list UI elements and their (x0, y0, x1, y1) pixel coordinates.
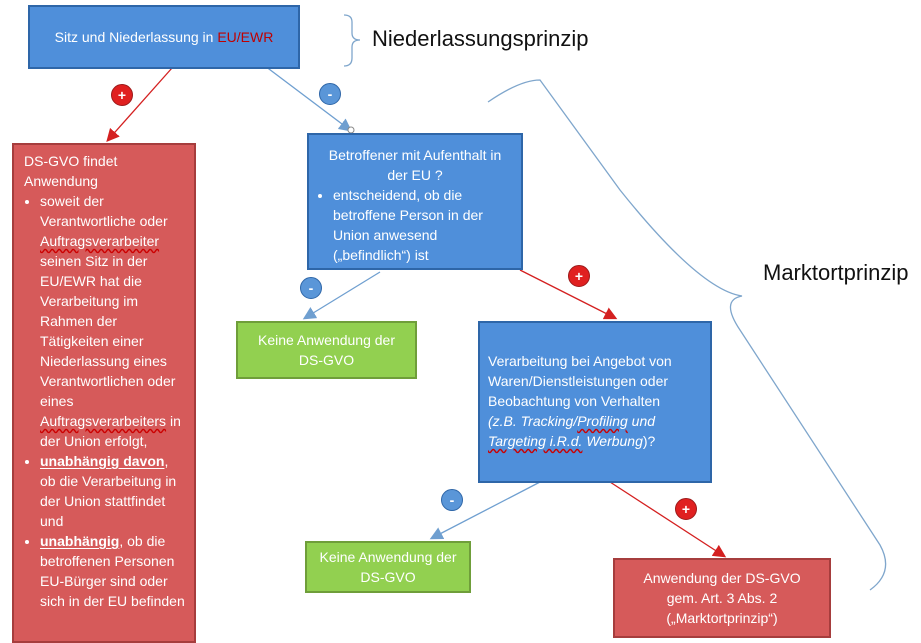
connector-layer (106, 14, 887, 591)
arrow-center-to-green (302, 271, 381, 320)
center-box-bullet: entscheidend, ob die betroffene Person i… (333, 185, 513, 265)
brace-marktort (487, 79, 887, 591)
left-b3-bold: unabhängig (40, 533, 120, 549)
minus-circle-green-2: - (441, 489, 463, 511)
right-i3: und (627, 413, 656, 429)
left-bullet-1: soweit der Verantwortliche oder Auftrags… (40, 191, 186, 451)
bottom-line-1: Anwendung der DS-GVO (643, 570, 801, 586)
left-b2-bold: unabhängig davon (40, 453, 165, 469)
arrow-top-to-left (106, 67, 173, 142)
left-bullet-2: unabhängig davon, ob die Verarbeitung in… (40, 451, 186, 531)
left-box-anwendung: DS-GVO findet Anwendung soweit der Veran… (12, 143, 196, 643)
left-b1-u2: Auftragsverarbeiters (40, 413, 167, 429)
arrow-center-to-right (519, 269, 618, 320)
center-box-aufenthalt: Betroffener mit Aufenthalt in der EU ? e… (307, 133, 523, 270)
green-box-2-text: Keine Anwendung der DS-GVO (319, 549, 457, 585)
right-i4: Targeting i.R.d. (488, 433, 583, 449)
right-i5: Werbung (582, 433, 643, 449)
label-niederlassungsprinzip: Niederlassungsprinzip (372, 26, 589, 51)
minus-circle-center: - (319, 83, 341, 105)
left-b1-a: soweit der Verantwortliche oder (40, 193, 168, 229)
right-box-line: Verarbeitung bei Angebot von Waren/Diens… (488, 353, 672, 409)
right-i6: )? (642, 433, 656, 449)
left-b1-b: seinen Sitz in der EU/EWR hat die Verarb… (40, 253, 176, 409)
top-box-highlight: EU/EWR (217, 29, 274, 45)
label-marktortprinzip: Marktortprinzip (763, 260, 909, 285)
arrow-right-to-green (429, 481, 541, 540)
green-box-keine-1: Keine Anwendung der DS-GVO (236, 321, 417, 379)
plus-circle-left: + (111, 84, 133, 106)
left-bullet-3: unabhängig, ob die betroffenen Personen … (40, 531, 186, 611)
left-b3-rest: , ob die betroffenen Personen EU-Bürger … (40, 533, 185, 609)
center-box-title: Betroffener mit Aufenthalt in der EU ? (328, 147, 502, 183)
bottom-line-2: gem. Art. 3 Abs. 2 (666, 590, 778, 606)
bottom-box-marktort: Anwendung der DS-GVO gem. Art. 3 Abs. 2 … (613, 558, 831, 638)
plus-circle-right: + (568, 265, 590, 287)
right-i2: Profiling (577, 413, 628, 429)
left-b2-rest: , ob die Verarbeitung in der Union statt… (40, 453, 177, 529)
top-box-text: Sitz und Niederlassung in (54, 29, 218, 45)
right-box-examples: (z.B. Tracking/Profiling und Targeting i… (488, 411, 702, 451)
arrow-top-to-center (264, 65, 353, 132)
left-b1-u: Auftragsverarbeiter (40, 233, 160, 249)
brace-niederlassung (343, 14, 361, 67)
green-box-1-text: Keine Anwendung der DS-GVO (258, 332, 395, 368)
right-i1: (z.B. Tracking/ (488, 413, 578, 429)
plus-circle-bottom: + (675, 498, 697, 520)
top-box-sitz: Sitz und Niederlassung in EU/EWR (28, 5, 300, 69)
left-b1-c: in der Union erfolgt, (40, 413, 181, 449)
bottom-line-3: („Marktortprinzip“) (666, 610, 778, 626)
left-box-heading: DS-GVO findet Anwendung (24, 153, 118, 189)
green-box-keine-2: Keine Anwendung der DS-GVO (305, 541, 471, 593)
minus-circle-green-1: - (300, 277, 322, 299)
arrow-right-to-bottom (609, 481, 727, 558)
right-box-verarbeitung: Verarbeitung bei Angebot von Waren/Diens… (478, 321, 712, 483)
